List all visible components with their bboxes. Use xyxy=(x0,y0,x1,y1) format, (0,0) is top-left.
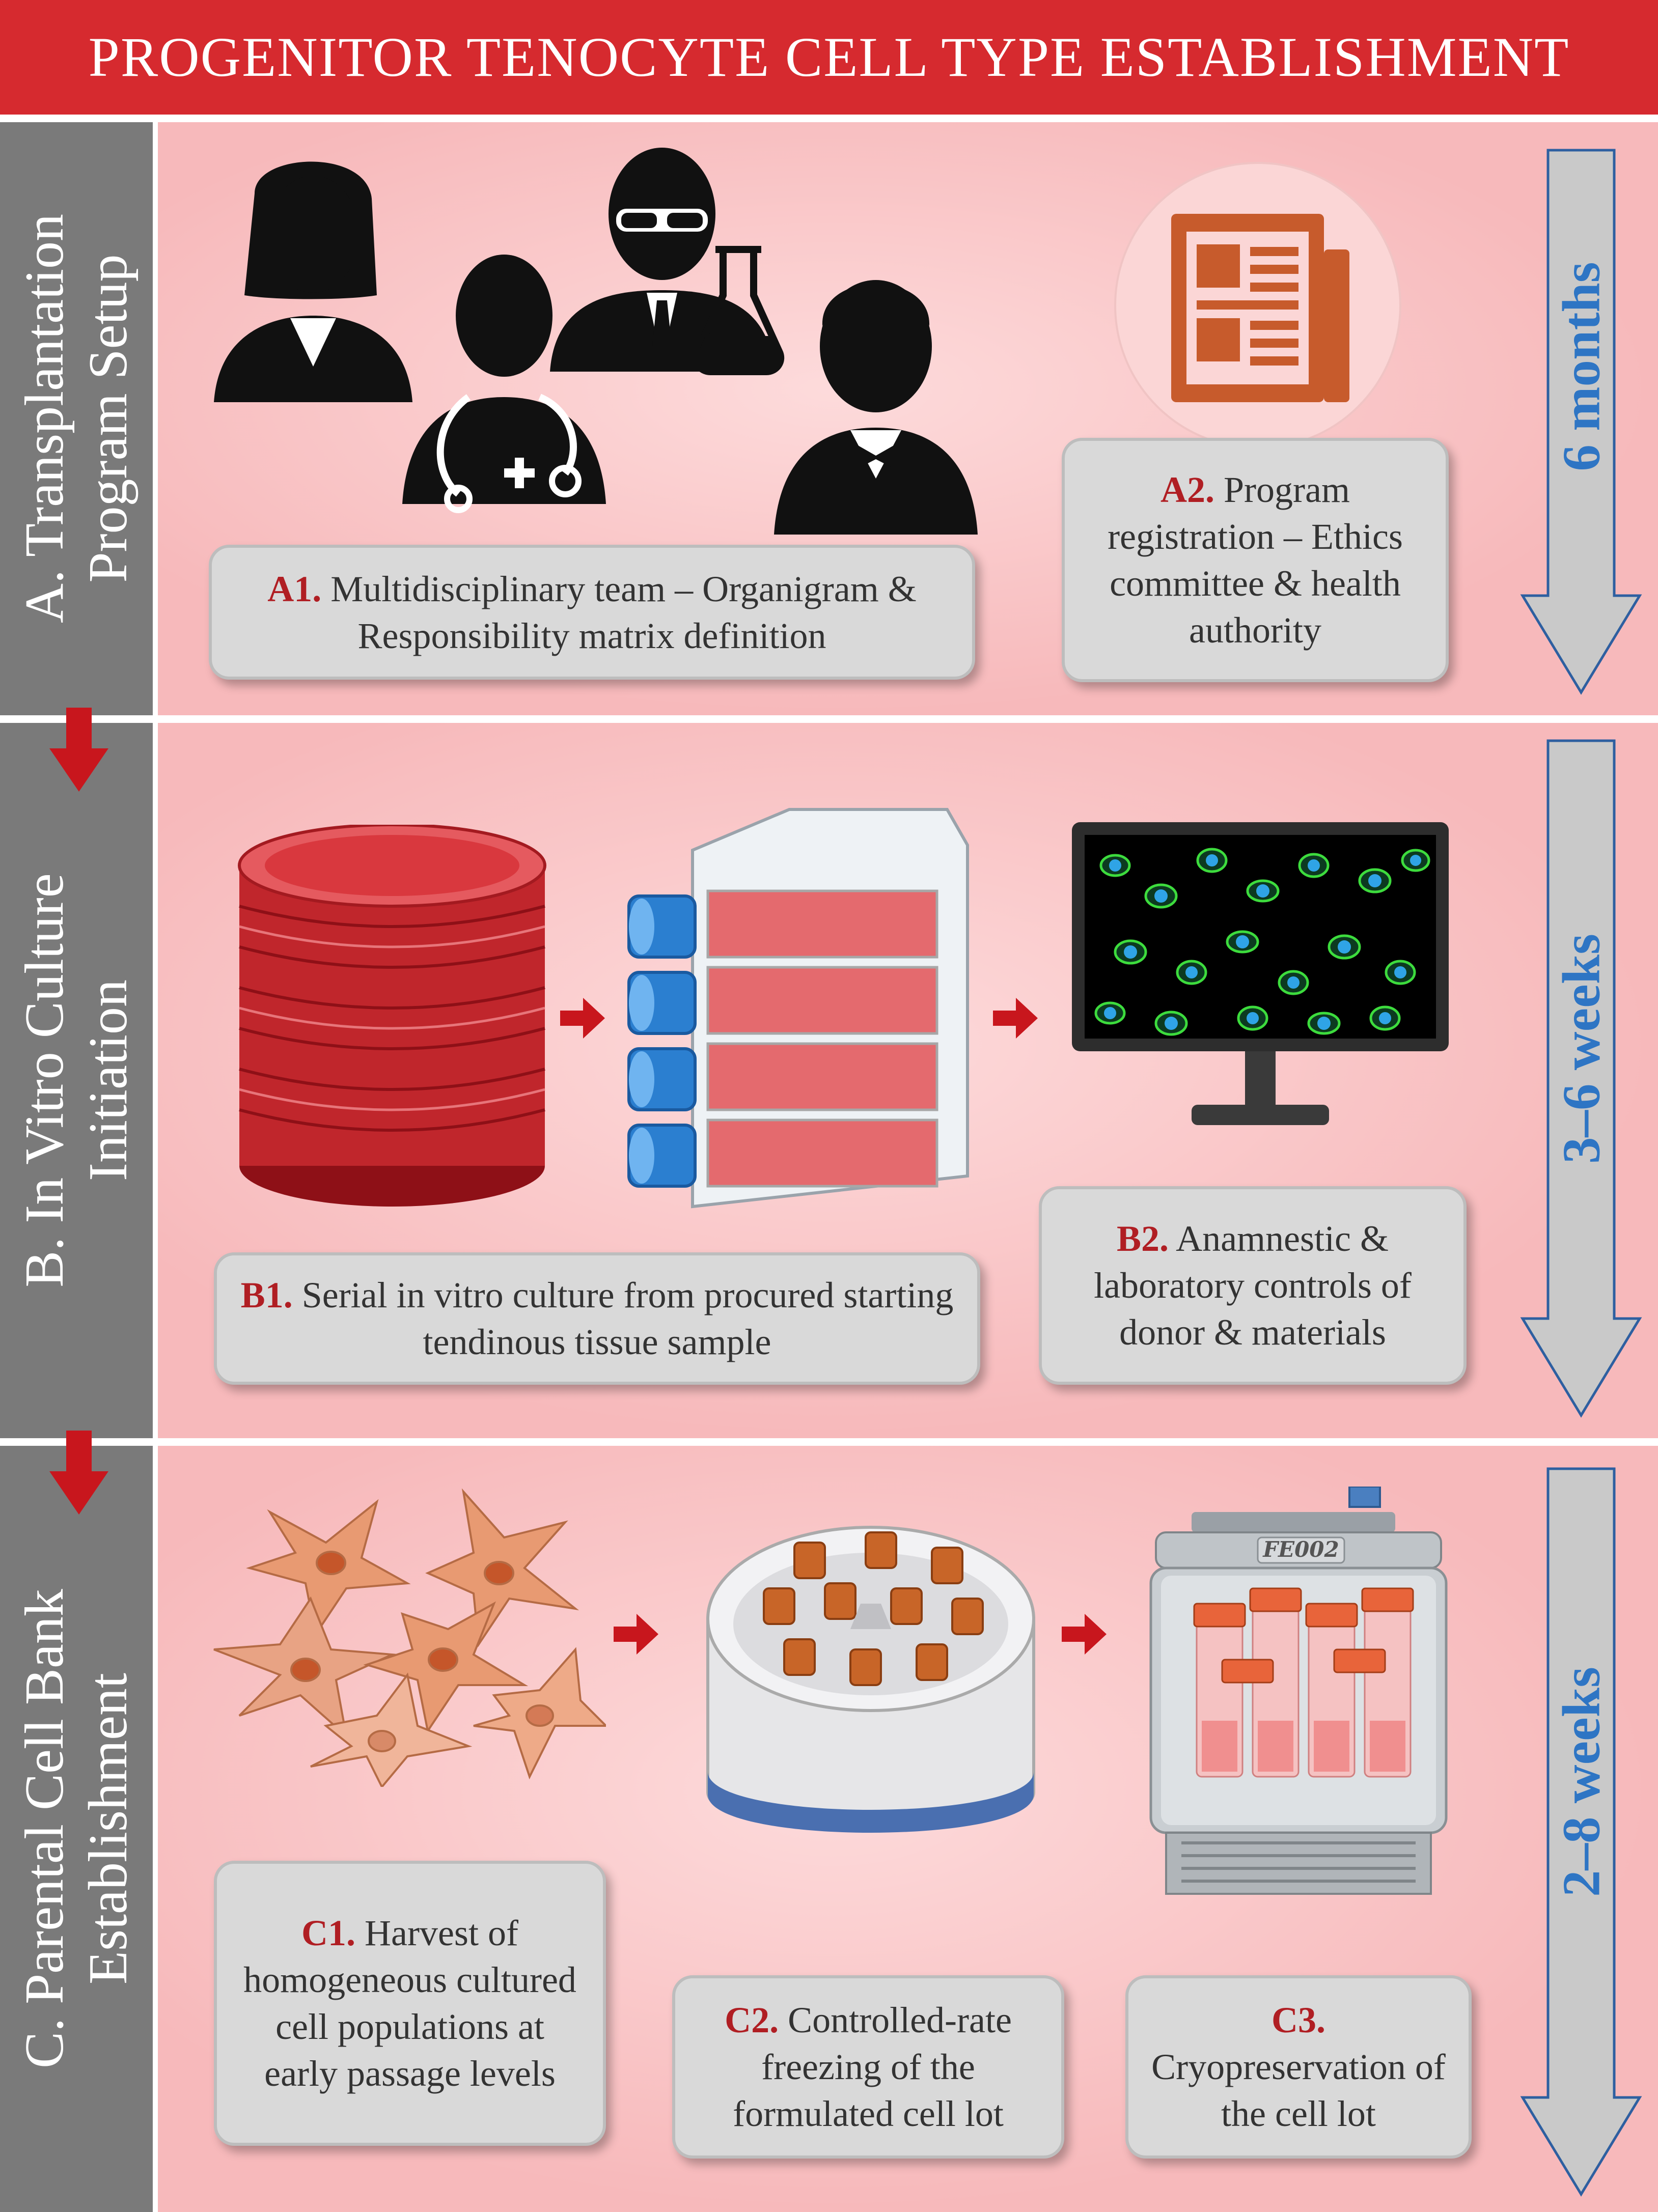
freezing-container-icon xyxy=(706,1526,1035,1833)
duration-a: 6 months xyxy=(1551,262,1611,471)
timeline-arrow-a xyxy=(1520,149,1642,695)
step-b2-text: Anamnestic & laboratory controls of dono… xyxy=(1094,1218,1412,1353)
document-icon xyxy=(1114,162,1401,449)
tenocyte-cells-icon xyxy=(213,1488,606,1787)
section-c-label: C. Parental Cell Bank Establishment xyxy=(13,1589,140,2068)
page-title: PROGENITOR TENOCYTE CELL TYPE ESTABLISHM… xyxy=(0,0,1658,115)
section-transition-arrow-ab xyxy=(49,708,108,792)
step-c2-text: Controlled-rate freezing of the formulat… xyxy=(733,2000,1012,2134)
duration-c: 2–8 weeks xyxy=(1551,1666,1611,1897)
step-a2-id: A2. xyxy=(1160,469,1215,510)
section-a-label-line1: A. Transplantation xyxy=(14,213,75,624)
step-c2-id: C2. xyxy=(725,2000,779,2040)
step-a2-box: A2. Program registration – Ethics commit… xyxy=(1062,438,1449,682)
sidebar-section-c: C. Parental Cell Bank Establishment xyxy=(0,1446,153,2212)
step-b2-box: B2. Anamnestic & laboratory controls of … xyxy=(1039,1186,1467,1385)
microscope-monitor-icon xyxy=(1072,822,1449,1125)
process-arrow-b2 xyxy=(993,998,1038,1039)
duration-b: 3–6 weeks xyxy=(1551,933,1611,1164)
step-b1-text: Serial in vitro culture from procured st… xyxy=(301,1275,954,1362)
step-b2-id: B2. xyxy=(1117,1218,1169,1259)
process-arrow-c2 xyxy=(1062,1614,1107,1655)
section-transition-arrow-bc xyxy=(49,1431,108,1515)
section-b-label-line1: B. In Vitro Culture xyxy=(14,873,75,1287)
step-c3-id: C3. xyxy=(1272,2000,1325,2040)
cryo-tank-icon: FE002 xyxy=(1149,1487,1448,1895)
timeline-arrow-b xyxy=(1520,739,1642,1418)
step-a1-id: A1. xyxy=(267,568,322,609)
section-a-label-line2: Program Setup xyxy=(78,254,139,583)
step-c1-box: C1. Harvest of homogeneous cultured cell… xyxy=(214,1861,606,2146)
step-c1-id: C1. xyxy=(301,1913,356,1953)
culture-flask-stack-icon xyxy=(627,808,969,1209)
section-a-label: A. Transplantation Program Setup xyxy=(13,214,140,623)
timeline-arrow-c xyxy=(1520,1467,1642,2197)
step-c2-box: C2. Controlled-rate freezing of the form… xyxy=(672,1975,1064,2159)
step-a2-text: Program registration – Ethics committee … xyxy=(1108,469,1403,651)
petri-dish-stack-icon xyxy=(238,825,546,1207)
team-icon xyxy=(214,148,978,535)
step-c1-text: Harvest of homogeneous cultured cell pop… xyxy=(243,1913,576,2094)
step-a1-text: Multidisciplinary team – Organigram & Re… xyxy=(330,568,917,656)
step-b1-id: B1. xyxy=(240,1275,293,1315)
section-b-label: B. In Vitro Culture Initiation xyxy=(13,873,140,1287)
process-arrow-c1 xyxy=(614,1614,658,1655)
sidebar-section-b: B. In Vitro Culture Initiation xyxy=(0,723,153,1438)
step-c3-box: C3. Cryopreservation of the cell lot xyxy=(1125,1975,1472,2159)
step-c3-text: Cryopreservation of the cell lot xyxy=(1151,2047,1446,2134)
step-a1-box: A1. Multidisciplinary team – Organigram … xyxy=(209,545,975,680)
sidebar-section-a: A. Transplantation Program Setup xyxy=(0,122,153,715)
process-arrow-b1 xyxy=(560,998,605,1039)
section-c-label-line2: Establishment xyxy=(78,1673,139,1984)
tank-label: FE002 xyxy=(1262,1537,1339,1562)
title-text: PROGENITOR TENOCYTE CELL TYPE ESTABLISHM… xyxy=(88,26,1570,88)
section-c-label-line1: C. Parental Cell Bank xyxy=(14,1589,75,2068)
section-b-label-line2: Initiation xyxy=(78,979,139,1181)
step-b1-box: B1. Serial in vitro culture from procure… xyxy=(214,1252,980,1385)
